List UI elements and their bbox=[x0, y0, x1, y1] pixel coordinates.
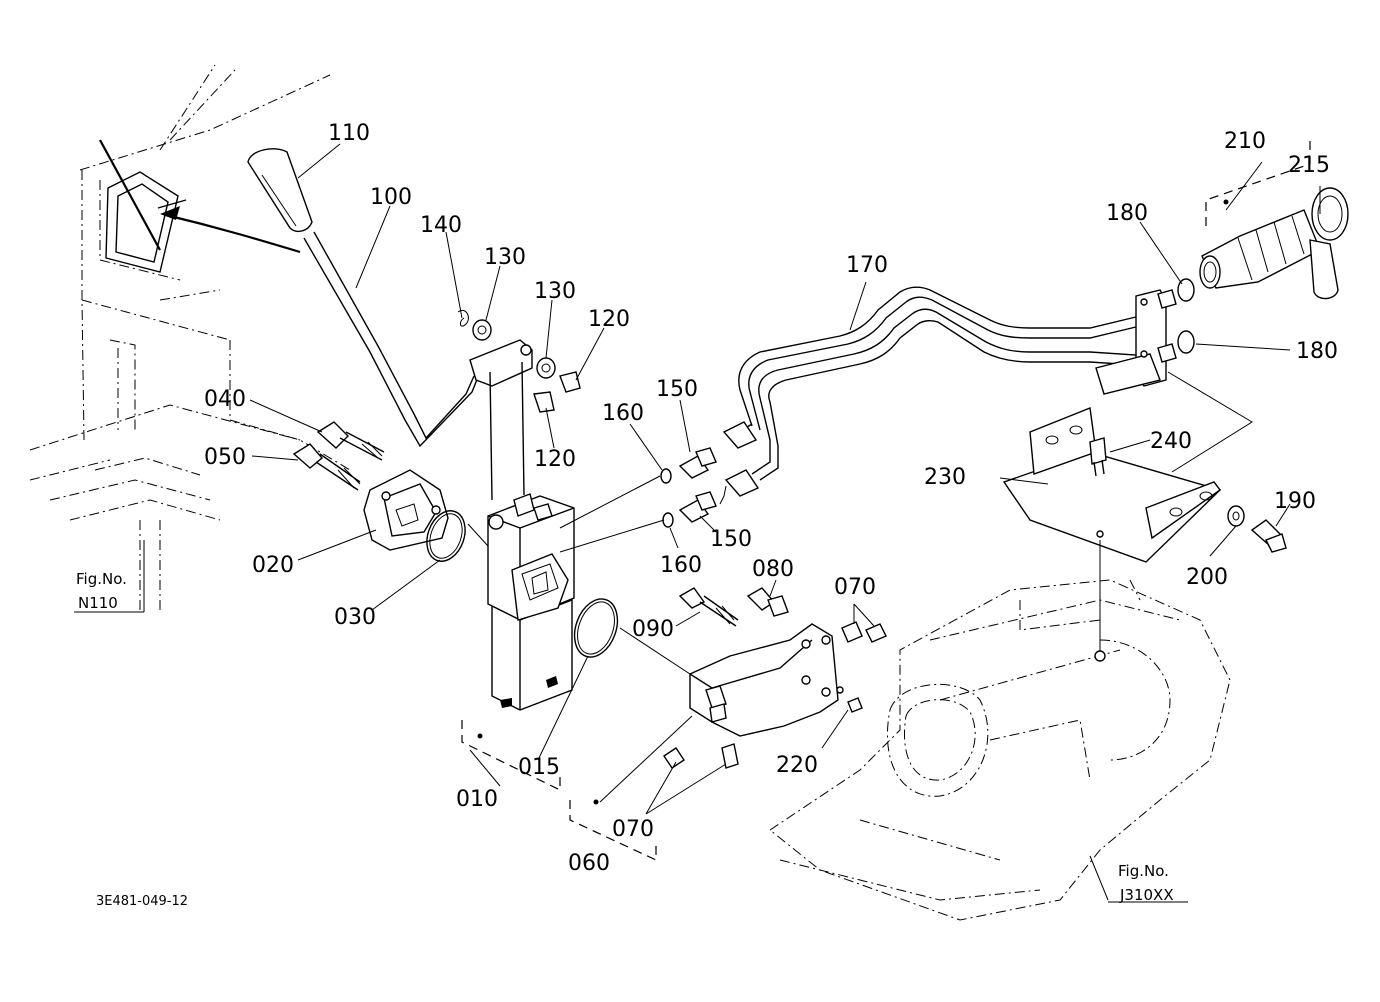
plug-070-lower bbox=[663, 743, 739, 769]
fig-ref-right-number: J310XX bbox=[1119, 886, 1174, 904]
o-ring-160-lower bbox=[662, 512, 674, 528]
coupler-210 bbox=[1199, 209, 1321, 289]
label-020: 020 bbox=[252, 553, 294, 578]
cover-020 bbox=[363, 469, 449, 551]
label-060: 060 bbox=[568, 851, 610, 876]
label-080: 080 bbox=[752, 557, 794, 582]
label-140: 140 bbox=[420, 213, 462, 238]
bolt-050 bbox=[292, 443, 361, 491]
bracket-230 bbox=[1002, 407, 1222, 563]
label-130-lower: 130 bbox=[534, 279, 576, 304]
adapter-150-upper bbox=[678, 447, 717, 479]
label-070-upper: 070 bbox=[834, 575, 876, 600]
label-110: 110 bbox=[328, 121, 370, 146]
arrow-icon bbox=[160, 206, 301, 254]
group-bracket-010 bbox=[461, 720, 561, 791]
label-215: 215 bbox=[1288, 153, 1330, 178]
label-150-lower: 150 bbox=[710, 527, 752, 552]
label-200: 200 bbox=[1186, 565, 1228, 590]
label-040: 040 bbox=[204, 387, 246, 412]
group-bracket-060 bbox=[569, 800, 657, 861]
label-160-upper: 160 bbox=[602, 401, 644, 426]
fig-ref-left: Fig.No. N110 bbox=[74, 570, 144, 613]
bracket-to-pipe-link bbox=[1167, 371, 1253, 473]
label-150-upper: 150 bbox=[656, 377, 698, 402]
lever-panel bbox=[99, 139, 187, 273]
label-030: 030 bbox=[334, 605, 376, 630]
group-dot-210 bbox=[1223, 199, 1229, 205]
label-100: 100 bbox=[370, 185, 412, 210]
o-ring-015 bbox=[573, 598, 619, 658]
fig-ref-right-label: Fig.No. bbox=[1118, 862, 1169, 880]
group-dot-010 bbox=[477, 733, 483, 739]
connector-block-060 bbox=[689, 623, 844, 737]
label-130-upper: 130 bbox=[484, 245, 526, 270]
lever-100 bbox=[247, 148, 481, 448]
group-bracket-210 bbox=[1205, 140, 1311, 226]
mount-hole bbox=[1094, 650, 1106, 662]
pipe-170 bbox=[722, 286, 1151, 497]
plug-220 bbox=[847, 697, 863, 713]
control-valve-010 bbox=[487, 493, 575, 711]
pipe-bracket bbox=[1095, 289, 1177, 395]
fig-ref-right: Fig.No. J310XX bbox=[1108, 862, 1188, 904]
o-ring-180-upper bbox=[1177, 278, 1195, 302]
dust-cap-215 bbox=[1309, 187, 1349, 300]
leader-lines bbox=[143, 143, 1321, 901]
label-180-upper: 180 bbox=[1106, 201, 1148, 226]
label-090: 090 bbox=[632, 617, 674, 642]
label-180-lower: 180 bbox=[1296, 339, 1338, 364]
label-190: 190 bbox=[1274, 489, 1316, 514]
label-230: 230 bbox=[924, 465, 966, 490]
label-160-lower: 160 bbox=[660, 553, 702, 578]
label-120-lower: 120 bbox=[534, 447, 576, 472]
label-240: 240 bbox=[1150, 429, 1192, 454]
label-070-lower: 070 bbox=[612, 817, 654, 842]
transmission-housing-outline bbox=[769, 579, 1231, 921]
bolt-240 bbox=[1089, 437, 1107, 477]
drawing-code: 3E481-049-12 bbox=[96, 894, 188, 909]
label-170: 170 bbox=[846, 253, 888, 278]
adapter-150-lower bbox=[678, 491, 717, 523]
fig-ref-left-number: N110 bbox=[78, 594, 118, 612]
label-120-upper: 120 bbox=[588, 307, 630, 332]
label-010: 010 bbox=[456, 787, 498, 812]
plug-070-upper bbox=[841, 621, 887, 643]
bolt-040 bbox=[316, 421, 385, 461]
bolt-080 bbox=[746, 587, 789, 617]
o-ring-030 bbox=[426, 510, 466, 562]
fig-ref-left-label: Fig.No. bbox=[76, 570, 127, 588]
label-210: 210 bbox=[1224, 129, 1266, 154]
label-015: 015 bbox=[518, 755, 560, 780]
lever-bracket bbox=[457, 310, 581, 501]
group-dot-060 bbox=[593, 799, 599, 805]
washer-200 bbox=[1227, 505, 1245, 527]
label-220: 220 bbox=[776, 753, 818, 778]
bolt-090 bbox=[678, 587, 739, 627]
label-050: 050 bbox=[204, 445, 246, 470]
o-ring-160-upper bbox=[660, 468, 672, 484]
bolt-190 bbox=[1250, 519, 1287, 553]
tractor-body-outline bbox=[29, 64, 351, 610]
o-ring-180-lower bbox=[1177, 330, 1195, 354]
part-labels: 110 100 140 130 130 120 120 040 050 020 … bbox=[204, 121, 1338, 876]
